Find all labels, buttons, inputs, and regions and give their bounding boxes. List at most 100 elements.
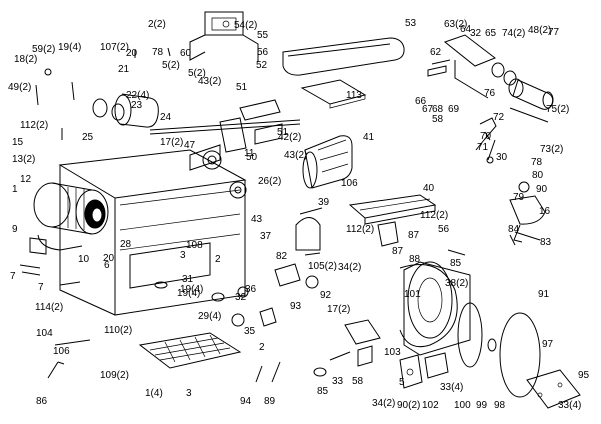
part-number-label: 33(4) [558,400,581,411]
part-number-label: 79 [513,192,525,203]
part-number-label: 54(2) [234,20,257,31]
bolts [19,47,491,346]
part-number-label: 87 [408,230,420,241]
part-number-label: 43(2) [198,76,221,87]
part-number-label: 99 [476,400,488,411]
secondary-motor [302,135,353,189]
part-number-label: 65 [485,28,497,39]
part-number-label: 87 [392,246,404,257]
part-number-label: 105(2) [308,261,337,272]
part-number-label: 42(2) [278,132,301,143]
part-number-label: 29(4) [198,311,221,322]
part-number-label: 77 [548,27,560,38]
part-number-label: 112(2) [420,210,448,221]
part-number-label: 56 [438,224,450,235]
part-number-label: 70 [480,131,492,142]
part-number-label: 22(4) [126,90,149,101]
lock-knob [509,231,541,246]
part-number-label: 106 [341,178,358,189]
part-number-label: 113 [346,90,362,101]
part-number-label: 88 [409,254,421,265]
part-number-label: 7 [38,282,44,293]
part-number-label: 21 [118,64,130,75]
part-number-label: 48(2) [528,25,551,36]
part-number-label: 76 [484,88,496,99]
part-number-label: 83 [540,237,552,248]
support-bracket [295,207,323,251]
part-number-label: 69 [448,104,460,115]
part-number-label: 31 [182,274,194,285]
part-number-label: 30 [496,152,508,163]
part-number-label: 78 [531,157,543,168]
part-number-label: 33 [332,376,344,387]
part-number-label: 43 [251,214,263,225]
part-number-label: 5(2) [188,68,206,79]
part-number-label: 28 [120,239,132,250]
part-number-label: 10 [78,254,90,265]
part-number-label: 5 [399,377,405,388]
part-number-label: 78 [152,47,164,58]
disc-guard [403,261,471,356]
part-number-label: 108 [186,240,203,251]
part-number-label: 62 [430,47,442,58]
part-number-label: 17(2) [160,137,183,148]
part-number-label: 102 [422,400,439,411]
part-number-label: 12 [20,174,32,185]
part-number-label: 97 [542,339,554,350]
drive-shaft-assembly [92,93,301,199]
part-number-label: 66 [415,96,427,107]
part-number-label: 23 [131,100,143,111]
hex-wrenches [47,361,281,383]
part-number-label: 32 [235,292,247,303]
part-number-label: 109(2) [100,370,129,381]
part-number-label: 36 [245,284,257,295]
part-number-label: 2 [215,254,221,265]
table-bracket [344,319,381,367]
part-number-label: 24 [160,112,172,123]
part-number-label: 73(2) [540,144,563,155]
part-number-label: 72 [493,112,505,123]
part-number-label: 25 [82,132,94,143]
part-number-label: 80 [532,170,544,181]
part-number-label: 34(2) [338,262,361,273]
part-number-label: 38(2) [445,278,468,289]
part-number-label: 11 [244,148,255,159]
sanding-table [348,194,437,247]
part-number-label: 86 [36,396,48,407]
part-number-label: 112(2) [346,224,374,235]
part-number-label: 94 [240,396,252,407]
part-number-label: 84 [508,224,520,235]
part-number-label: 40 [423,183,435,194]
part-number-label: 95 [578,370,590,381]
part-number-label: 49(2) [8,82,31,93]
part-number-label: 19(4) [177,288,200,299]
fastener-parts [154,263,351,377]
part-number-label: 85 [450,258,462,269]
part-number-label: 3 [186,388,192,399]
part-number-label: 56 [257,47,269,58]
part-number-label: 90 [536,184,548,195]
part-number-label: 13(2) [12,154,35,165]
part-number-label: 58 [432,114,444,125]
part-number-label: 26(2) [258,176,281,187]
part-number-label: 74(2) [502,28,525,39]
part-number-label: 9 [12,224,18,235]
part-number-label: 110(2) [104,325,132,336]
part-number-label: 98 [494,400,506,411]
part-number-label: 41 [363,132,375,143]
part-number-label: 19(4) [180,284,203,295]
part-number-label: 15 [12,137,24,148]
part-number-label: 53 [405,18,417,29]
part-number-label: 50 [246,152,258,163]
part-number-label: 91 [538,289,550,300]
part-number-label: 20 [126,48,138,59]
part-number-label: 64 [460,24,472,35]
part-number-label: 47 [184,140,196,151]
part-number-label: 63(2) [444,19,467,30]
part-number-label: 60 [180,48,192,59]
part-number-label: 103 [384,347,401,358]
part-number-label: 35 [244,326,256,337]
part-number-label: 3 [180,250,186,261]
